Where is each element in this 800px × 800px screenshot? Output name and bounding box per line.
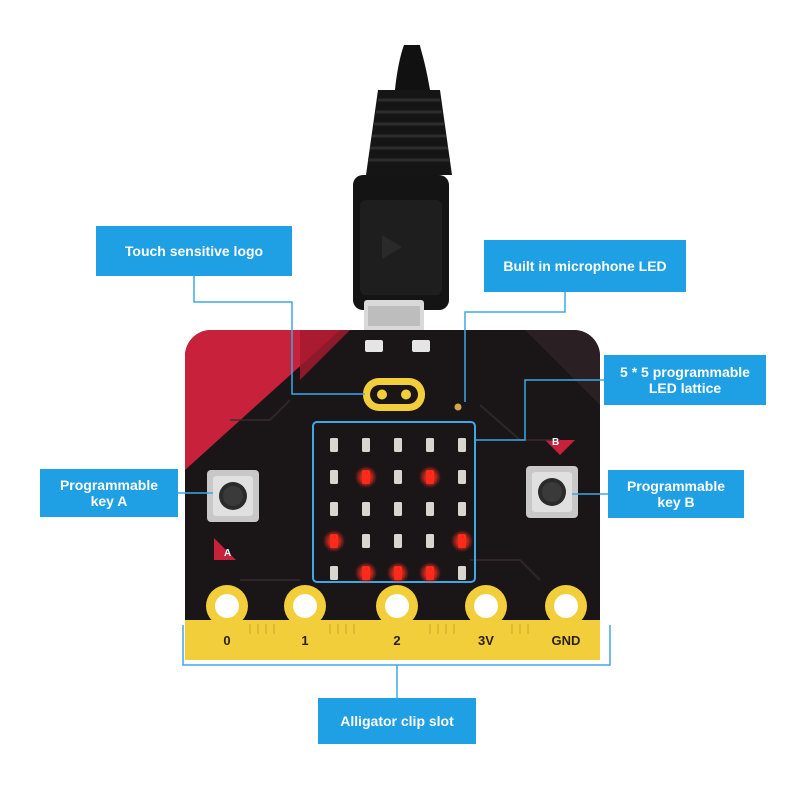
led-off xyxy=(330,438,338,452)
touch-logo[interactable] xyxy=(363,378,425,411)
callout-touch-logo: Touch sensitive logo xyxy=(96,226,292,276)
pin-hole xyxy=(385,594,409,618)
led-off xyxy=(458,438,466,452)
led-on xyxy=(426,566,434,580)
led-on xyxy=(362,566,370,580)
led-off xyxy=(426,438,434,452)
led-on xyxy=(458,534,466,548)
led-on xyxy=(362,470,370,484)
callout-alligator-slot: Alligator clip slot xyxy=(318,698,476,744)
pin-label: 2 xyxy=(393,633,400,648)
led-off xyxy=(330,470,338,484)
pin-label: 0 xyxy=(223,633,230,648)
button-b-marker xyxy=(545,440,575,455)
led-off xyxy=(394,534,402,548)
led-off xyxy=(362,502,370,516)
led-matrix xyxy=(323,438,473,584)
pin-label: 3V xyxy=(478,633,494,648)
pin-label: GND xyxy=(552,633,581,648)
led-off xyxy=(458,470,466,484)
led-off xyxy=(330,566,338,580)
button-a-marker xyxy=(214,538,236,560)
led-off xyxy=(330,502,338,516)
led-off xyxy=(362,534,370,548)
button-a-label: A xyxy=(224,548,231,559)
led-off xyxy=(362,438,370,452)
led-on xyxy=(394,566,402,580)
led-off xyxy=(458,502,466,516)
led-on xyxy=(330,534,338,548)
edge-connector: 0 1 2 3V GND xyxy=(185,585,600,660)
usb-cable xyxy=(353,45,452,334)
microphone-led xyxy=(454,403,462,411)
led-off xyxy=(394,502,402,516)
pin-hole xyxy=(293,594,317,618)
led-off xyxy=(458,566,466,580)
pin-hole xyxy=(215,594,239,618)
led-off xyxy=(426,502,434,516)
button-a[interactable] xyxy=(207,470,259,522)
callout-led-lattice: 5 * 5 programmable LED lattice xyxy=(604,355,766,405)
callout-microphone-led: Built in microphone LED xyxy=(484,240,686,292)
microbit-board: B A xyxy=(185,330,600,660)
led-on xyxy=(426,470,434,484)
button-b-label: B xyxy=(552,437,559,448)
led-off xyxy=(426,534,434,548)
pin-hole xyxy=(474,594,498,618)
led-off xyxy=(394,470,402,484)
leader-lines xyxy=(178,276,611,698)
pin-hole xyxy=(554,594,578,618)
pin-label: 1 xyxy=(301,633,308,648)
led-off xyxy=(394,438,402,452)
button-b[interactable] xyxy=(526,466,578,518)
callout-key-a: Programmable key A xyxy=(40,469,178,517)
callout-key-b: Programmable key B xyxy=(608,470,744,518)
